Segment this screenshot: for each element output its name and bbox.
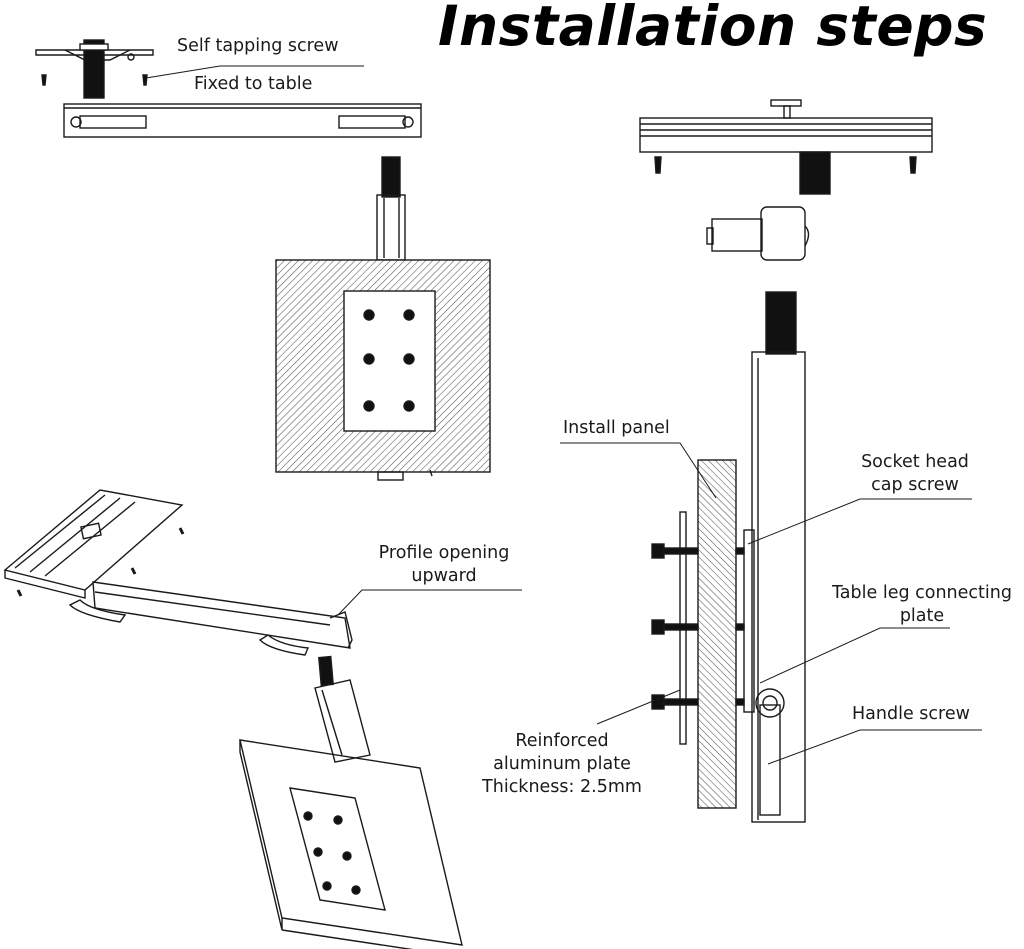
label-handle-screw: Handle screw <box>852 704 970 724</box>
label-socket-head-cap-screw: Socket head cap screw <box>848 451 982 497</box>
label-socket-head-line1: Socket head <box>861 452 969 472</box>
label-reinforced-line1: Reinforced <box>515 731 609 751</box>
label-profile-opening-line2: upward <box>411 566 477 586</box>
right-connector <box>706 206 810 261</box>
right-table-leg <box>679 291 806 823</box>
leader-lines <box>145 65 982 765</box>
isometric-arm-assembly <box>3 489 463 949</box>
label-reinforced-aluminum-plate: Reinforced aluminum plate Thickness: 2.5… <box>480 730 644 799</box>
socket-head-screws <box>651 543 745 710</box>
label-table-leg-connecting-plate: Table leg connecting plate <box>822 582 1022 628</box>
label-fixed-to-table: Fixed to table <box>194 74 313 94</box>
label-install-panel: Install panel <box>563 418 670 438</box>
label-socket-head-line2: cap screw <box>871 475 959 495</box>
isometric-panel-screws <box>303 811 361 895</box>
page-title: Installation steps <box>438 0 988 58</box>
table-rail <box>63 103 422 138</box>
label-profile-opening: Profile opening upward <box>366 542 522 588</box>
label-profile-opening-line1: Profile opening <box>378 543 510 563</box>
right-table-rail <box>639 99 933 195</box>
pole-and-panel-front <box>275 156 491 481</box>
label-reinforced-line2: aluminum plate <box>493 754 631 774</box>
label-table-leg-line2: plate <box>899 606 945 626</box>
label-table-leg-line1: Table leg connecting <box>832 583 1012 603</box>
label-reinforced-line3: Thickness: 2.5mm <box>482 777 642 797</box>
panel-holes <box>363 309 415 412</box>
label-self-tapping-screw: Self tapping screw <box>177 36 339 56</box>
top-mount-plate <box>35 39 154 99</box>
